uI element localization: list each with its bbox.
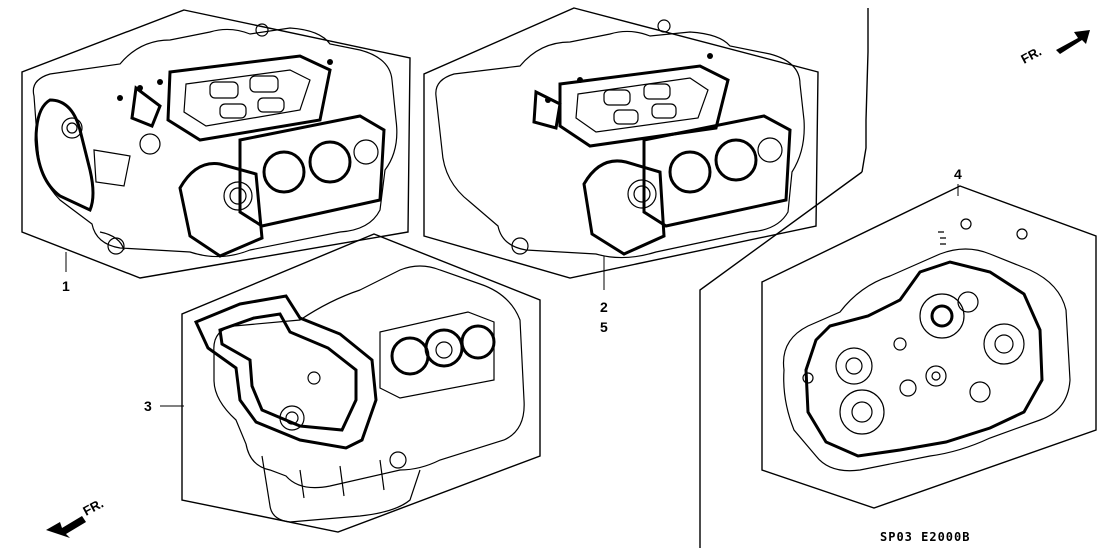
diagram-code: SP03 E2000B — [880, 530, 970, 544]
front-direction-label-top: FR. — [1018, 44, 1044, 67]
callout-4-label: 4 — [954, 166, 962, 182]
gasket-kit-2-5 — [423, 7, 819, 279]
gasket-kit-4 — [761, 185, 1097, 509]
arrow-right-icon — [1056, 30, 1090, 54]
callout-3-label: 3 — [144, 398, 152, 414]
front-direction-arrow-bottom: FR. — [46, 496, 106, 538]
callout-3: 3 — [144, 398, 184, 414]
callout-4: 4 — [954, 166, 962, 196]
gasket-kit-1 — [21, 9, 411, 279]
callout-1: 1 — [62, 252, 70, 294]
gasket-kit-3 — [181, 233, 541, 533]
callout-2-5: 2 5 — [600, 256, 608, 335]
front-direction-label-bottom: FR. — [80, 496, 106, 519]
front-direction-arrow-top: FR. — [1018, 30, 1090, 67]
section-divider — [699, 8, 869, 548]
callout-5-label: 5 — [600, 319, 608, 335]
callout-2-label: 2 — [600, 299, 608, 315]
arrow-left-icon — [46, 516, 86, 538]
callout-1-label: 1 — [62, 278, 70, 294]
